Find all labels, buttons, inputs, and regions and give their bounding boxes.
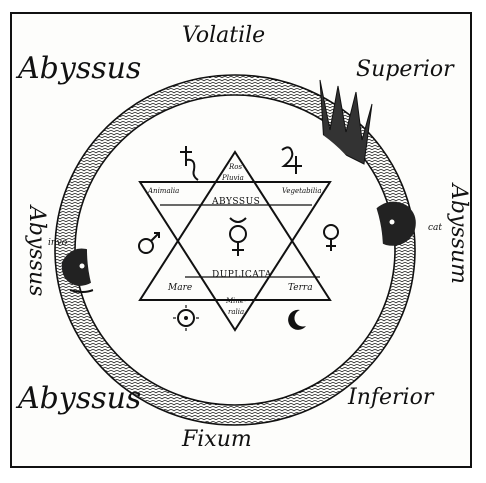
moon-icon (288, 309, 306, 330)
label-volatile: Volatile (182, 23, 265, 48)
star-lower-right-label: Terra (288, 283, 313, 293)
label-abyssus-left: Abyssus (24, 204, 49, 296)
star-upper-left-label: Animalia (147, 187, 179, 195)
sun-icon (173, 305, 199, 331)
label-fixum: Fixum (181, 427, 252, 452)
label-superior: Superior (356, 57, 455, 82)
star-top-label-2: Pluvia (221, 174, 244, 182)
label-cat: cat (428, 223, 442, 233)
saturn-icon (180, 146, 199, 181)
label-abyssus-bottom: Abyssus (15, 381, 141, 416)
mars-icon (138, 232, 160, 254)
star-bottom-label-2: ralia (228, 308, 244, 316)
star-upper-right-label: Vegetabilia (282, 187, 322, 195)
serpent-body (54, 74, 416, 426)
star-center-top-label: ABYSSUS (211, 197, 260, 207)
star-top-label-1: Ros (228, 163, 242, 171)
star-lower-left-label: Mare (167, 283, 192, 293)
mercury-icon (229, 217, 247, 256)
label-abyssus-top: Abyssus (15, 51, 141, 86)
venus-icon (323, 224, 339, 251)
hexagram (138, 150, 332, 332)
star-bottom-label-1: Mine- (225, 297, 247, 305)
label-inferior: Inferior (347, 385, 435, 410)
label-invo: invo (48, 238, 68, 248)
jupiter-icon (281, 146, 302, 174)
label-abyssum-right: Abyssum (446, 182, 471, 284)
star-center-bottom-label: DUPLICATA (212, 270, 272, 280)
